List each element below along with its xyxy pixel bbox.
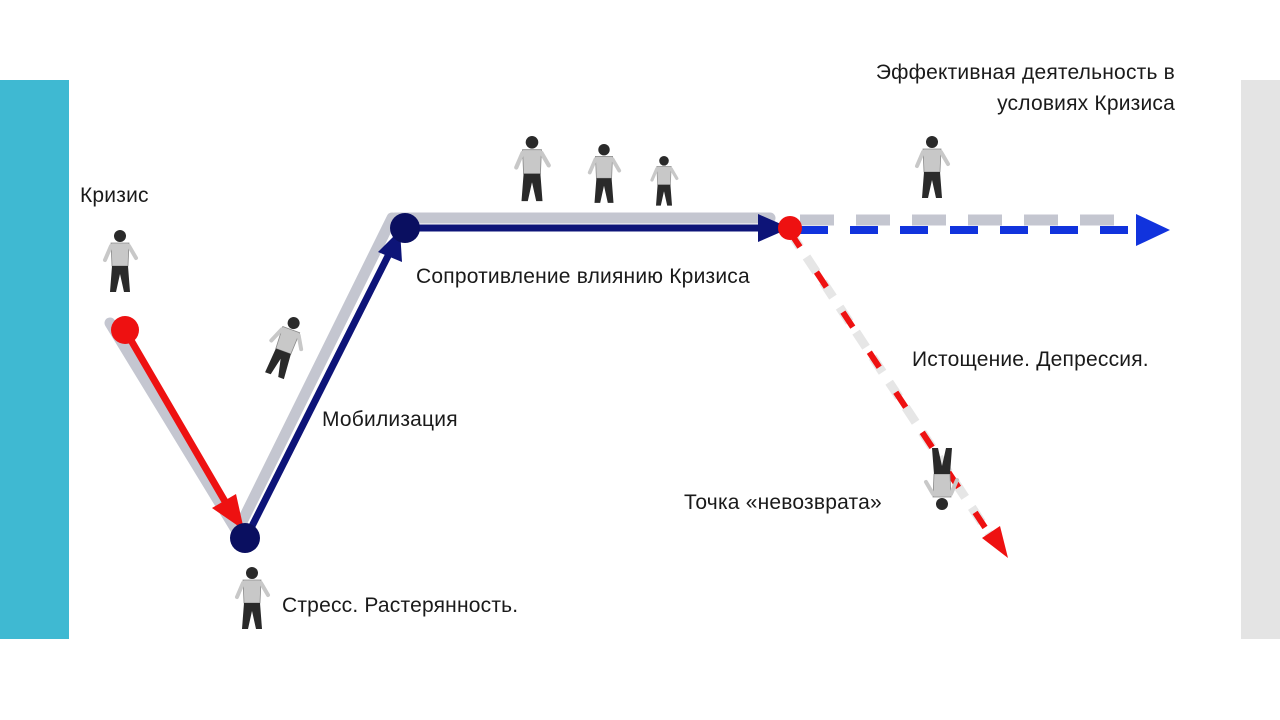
label-resistance: Сопротивление влиянию Кризиса: [416, 265, 750, 288]
path-shadows: [104, 212, 776, 536]
effective-arrow: [800, 214, 1170, 246]
label-effective-line1: Эффективная деятельность в: [875, 61, 1175, 84]
label-effective-line2: условиях Кризиса: [997, 92, 1175, 115]
mobilization-arrow: [242, 230, 402, 540]
label-no-return: Точка «невозврата»: [684, 491, 882, 514]
crisis-arrow: [111, 316, 244, 530]
label-stress: Стресс. Растерянность.: [282, 594, 519, 617]
person-figure-icon: [103, 136, 959, 631]
resistance-arrow: [405, 214, 790, 242]
label-mobilization: Мобилизация: [322, 408, 458, 431]
turning-node: [778, 216, 802, 240]
mobilization-node: [390, 213, 420, 243]
stress-node: [230, 523, 260, 553]
label-effective: Эффективная деятельность в условиях Криз…: [820, 60, 1175, 117]
side-bar: [1241, 80, 1280, 639]
label-crisis: Кризис: [80, 184, 149, 207]
label-exhaustion: Истощение. Депрессия.: [912, 348, 1149, 371]
crisis-node: [111, 316, 139, 344]
accent-bar: [0, 80, 69, 639]
